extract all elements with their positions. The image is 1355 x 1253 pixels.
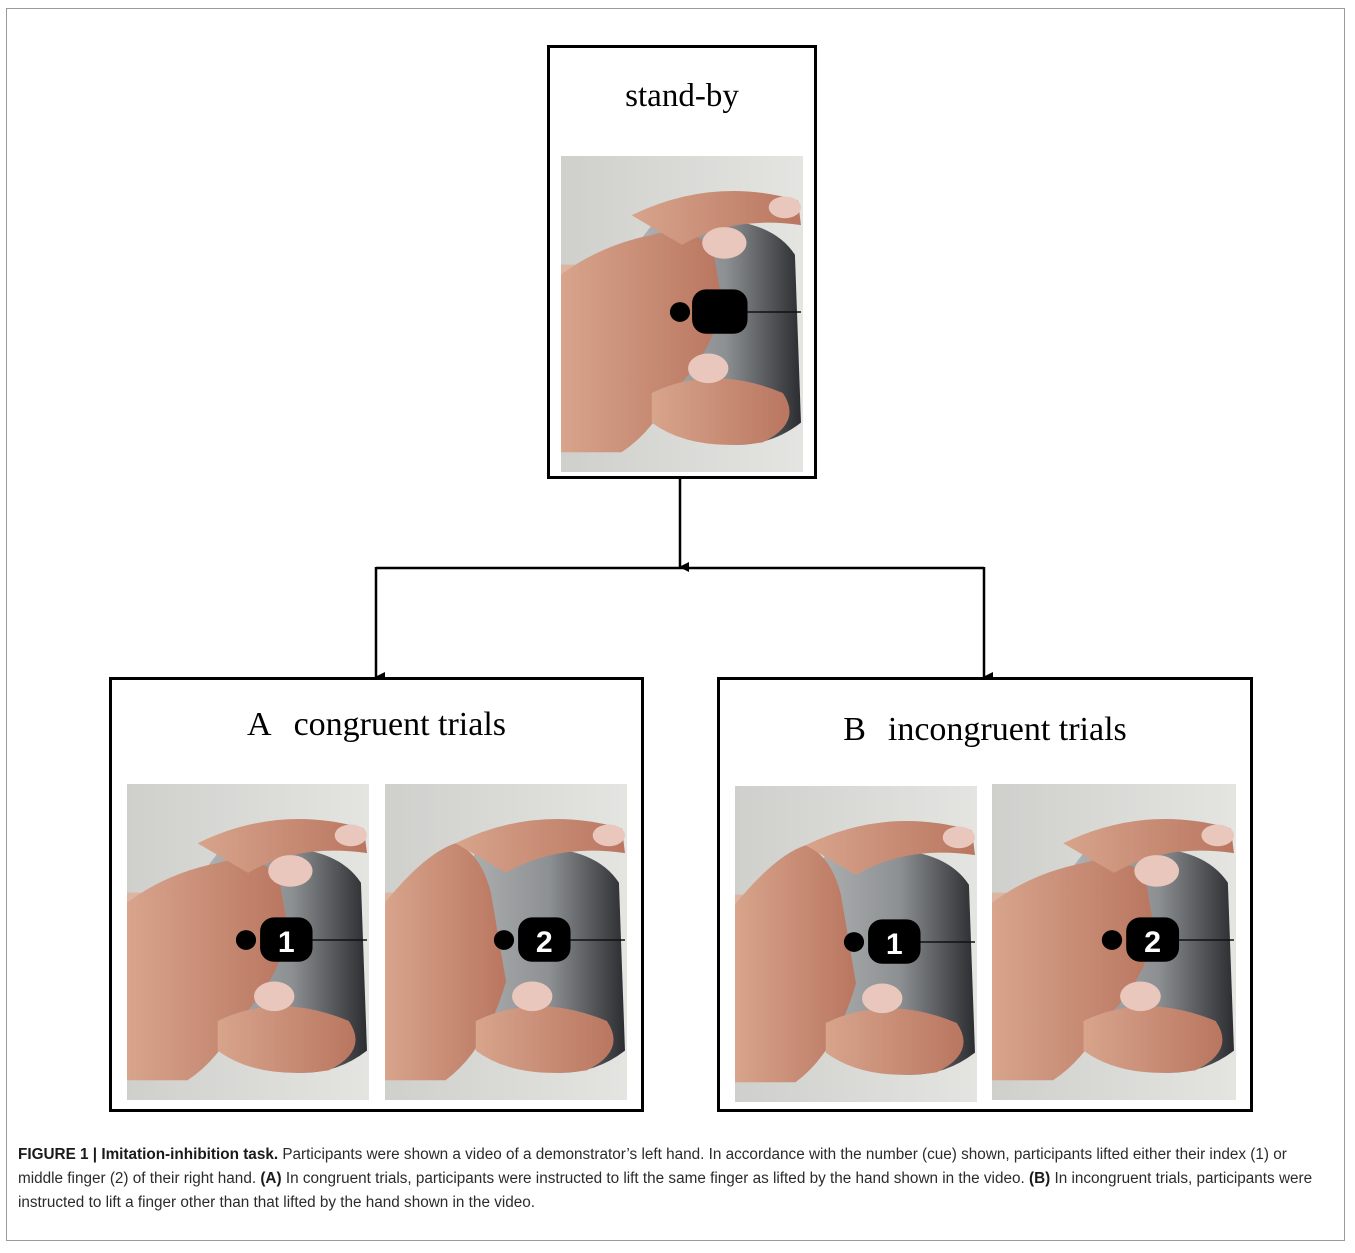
panel-b-letter: B xyxy=(843,711,866,748)
caption-text-2: In congruent trials, participants were i… xyxy=(281,1170,1029,1187)
panel-a-letter: A xyxy=(247,706,272,743)
flow-connectors xyxy=(374,478,993,682)
caption-text-3: In incongruent trials, participants were… xyxy=(18,1170,1313,1211)
panel-b-cue-1: 1 xyxy=(886,928,903,961)
panel-a-photo-index-cue: 1 xyxy=(127,784,369,1100)
figure-frame xyxy=(6,8,1345,1241)
standby-box: stand-by xyxy=(547,45,817,479)
figure-caption: FIGURE 1 | Imitation-inhibition task. Pa… xyxy=(18,1143,1336,1215)
standby-title: stand-by xyxy=(625,78,739,114)
caption-label: FIGURE 1 | Imitation-inhibition task. xyxy=(18,1146,279,1163)
panel-a-label: congruent trials xyxy=(293,706,506,743)
caption-marker-a: (A) xyxy=(260,1170,282,1187)
panel-b-photo-index-cue: 1 xyxy=(735,786,977,1102)
caption-text-1: Participants were shown a video of a dem… xyxy=(18,1146,1287,1187)
panel-a-cue-2: 2 xyxy=(536,926,553,959)
panel-a-cue-1: 1 xyxy=(278,926,295,959)
caption-marker-b: (B) xyxy=(1028,1170,1051,1187)
standby-hand-photo xyxy=(561,156,803,472)
panel-b-label: incongruent trials xyxy=(887,711,1127,748)
panel-b-cue-2: 2 xyxy=(1144,926,1161,959)
figure-diagram: stand-by xyxy=(109,45,1253,1112)
panel-b-photo-middle-cue: 2 xyxy=(992,784,1236,1100)
panel-a-photo-middle-cue: 2 xyxy=(385,784,627,1100)
